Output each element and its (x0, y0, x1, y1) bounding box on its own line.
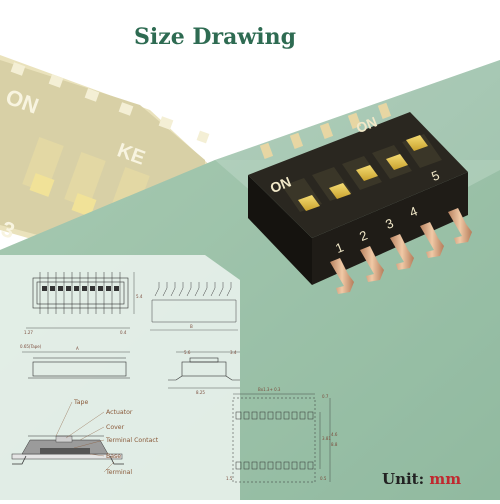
dim-1-5: 1.5 (226, 476, 233, 481)
dim-3-4: 3.4 (230, 350, 237, 355)
dim-8-25: 8.25 (196, 390, 205, 395)
dim-0-7: 0.7 (322, 394, 329, 399)
on-label-right: ON (354, 113, 379, 136)
dim-b: B (190, 324, 193, 329)
unit-value: mm (429, 470, 462, 488)
cs-label-base: Base (106, 453, 121, 460)
front-profile-drawing (22, 351, 130, 379)
page-title: Size Drawing (134, 24, 296, 50)
cs-label-cover: Cover (106, 424, 125, 431)
cs-label-terminal-contact: Terminal Contact (105, 437, 159, 444)
dim-8-8: 8.8 (331, 442, 338, 447)
cs-label-tape: Tape (73, 399, 88, 406)
unit-note: Unit: mm (382, 470, 461, 488)
unit-label: Unit: (382, 470, 425, 488)
dim-pitch: Bx1.3+ 0.3 (258, 387, 281, 392)
dim-1-27: 1.27 (24, 330, 33, 335)
dip-switch-render: ON ON 1 2 3 4 5 (248, 102, 472, 294)
on-label: ON (268, 173, 293, 196)
dim-0-5: 0.5 (320, 476, 327, 481)
top-view-drawing (26, 272, 135, 329)
dim-5-6: 5.6 (184, 350, 191, 355)
dim-4-6: 4.6 (331, 432, 338, 437)
dim-tape: 0.65(Tape) (20, 344, 42, 349)
dim-3-81: 3.81 (322, 436, 331, 441)
dim-0-4: 0.4 (120, 330, 127, 335)
cs-label-actuator: Actuator (106, 409, 133, 416)
dim-a: A (76, 346, 79, 351)
footprint-drawing (232, 393, 331, 483)
cs-label-terminal: Terminal (105, 469, 132, 476)
dim-5-4: 5.4 (136, 294, 143, 299)
cross-section-drawing (11, 401, 124, 473)
pin-side-view (150, 282, 238, 331)
end-profile-drawing (168, 351, 240, 389)
